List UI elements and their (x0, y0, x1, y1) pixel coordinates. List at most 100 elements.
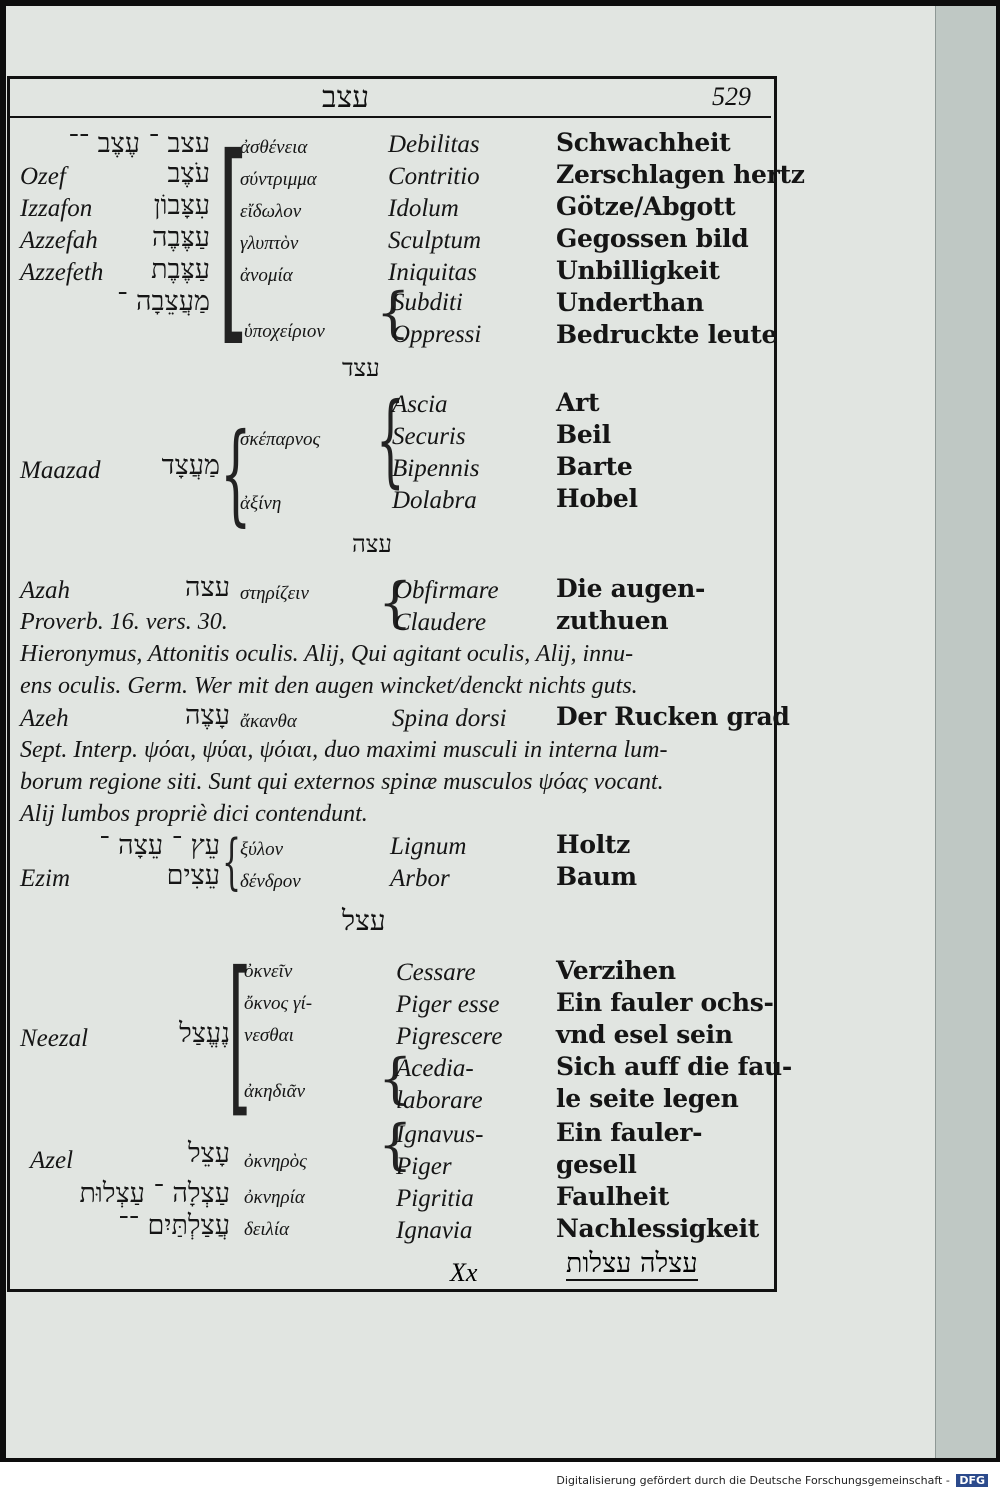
greek-word: ὀκνηρὸς (244, 1151, 307, 1172)
commentary-line: Hieronymus, Attonitis oculis. Alij, Qui … (20, 641, 634, 667)
transliteration: Azeh (20, 705, 69, 732)
german-word: Verzihen (556, 956, 676, 985)
brace: { (378, 1113, 413, 1176)
german-word: Barte (556, 452, 633, 481)
brace: { (378, 571, 413, 634)
latin-word: Ignavia (396, 1217, 473, 1244)
greek-word: ἀξίνη (240, 493, 282, 514)
german-word: gesell (556, 1150, 637, 1179)
greek-word: νεσθαι (244, 1025, 294, 1046)
latin-word: Sculptum (388, 227, 482, 254)
latin-word: Pigrescere (396, 1023, 503, 1050)
brace: { (220, 409, 252, 537)
hebrew-word: עַצְלָה ־ עַצְלוּת (79, 1178, 230, 1209)
latin-word: Securis (392, 423, 466, 450)
latin-word: Acedia- (396, 1055, 474, 1082)
credit-text: Digitalisierung gefördert durch die Deut… (556, 1474, 950, 1487)
greek-word: ξύλον (240, 839, 284, 860)
folio-number: 529 (712, 82, 751, 111)
greek-word: ἀκηδιᾶν (244, 1081, 306, 1102)
latin-word: Dolabra (392, 487, 477, 514)
signature-mark: Xx (450, 1258, 478, 1287)
transliteration: Ezim (20, 865, 70, 892)
latin-word: laborare (396, 1087, 483, 1114)
hebrew-word: עצה (185, 572, 230, 603)
section-heading: עצה (352, 530, 392, 558)
greek-word: ὀκνηρία (244, 1187, 305, 1208)
transliteration: Izzafon (20, 195, 93, 222)
german-word: Hobel (556, 484, 638, 513)
german-word: Nachlessigkeit (556, 1214, 760, 1243)
hebrew-word: עֵץ ־ עֵצָה ־ (99, 830, 220, 861)
brace: [ (228, 936, 252, 1134)
commentary-line: ens oculis. Germ. Wer mit den augen winc… (20, 673, 638, 699)
transliteration: Neezal (20, 1025, 89, 1052)
german-word: Bedruckte leute (556, 320, 778, 349)
german-word: Schwachheit (556, 128, 731, 157)
book-page (6, 6, 996, 1458)
brace: { (376, 381, 405, 498)
brace: { (376, 281, 411, 344)
latin-word: Piger esse (396, 991, 500, 1018)
hebrew-word: עַצֶּבֶת (151, 254, 210, 285)
greek-word: σύντριμμα (240, 169, 317, 190)
latin-word: Pigritia (396, 1185, 474, 1212)
hebrew-word: מַעֲצֵבָה ־ (117, 286, 210, 317)
commentary-line: Alij lumbos propriè dici contendunt. (20, 801, 368, 827)
latin-word: Lignum (390, 833, 467, 860)
transliteration: Ozef (20, 163, 66, 190)
page-frame (7, 76, 777, 1292)
hebrew-word: עִצָּבוֹן (153, 190, 210, 221)
greek-word: ἄκανθα (240, 711, 297, 732)
hebrew-word: עֹצֶב (167, 158, 210, 189)
german-word: Ein fauler- (556, 1118, 703, 1147)
german-word: Zerschlagen hertz (556, 160, 805, 189)
latin-word: Spina dorsi (392, 705, 507, 732)
reference: Proverb. 16. vers. 30. (20, 609, 228, 635)
hebrew-word: עַצֶּבֶה (152, 222, 210, 253)
brace: [ (218, 110, 249, 366)
latin-word: Debilitas (388, 131, 480, 158)
transliteration: Azzefeth (20, 259, 104, 286)
latin-word: Obfirmare (394, 577, 499, 604)
dfg-logo: DFG (956, 1474, 988, 1487)
greek-word: δένδρον (240, 871, 301, 892)
german-word: Sich auff die fau- (556, 1052, 792, 1081)
latin-word: Ignavus- (396, 1121, 484, 1148)
commentary-line: Sept. Interp. ψόαι, ψύαι, ψόιαι, duo max… (20, 737, 668, 763)
brace: { (222, 827, 242, 897)
latin-word: Claudere (394, 609, 487, 636)
brace: { (378, 1047, 413, 1110)
commentary-line: borum regione siti. Sunt qui externos sp… (20, 769, 664, 795)
section-heading: עצד (342, 354, 380, 382)
catchword: עצלה עצלות (566, 1248, 698, 1281)
greek-word: στηρίζειν (240, 583, 309, 604)
greek-word: ἀσθένεια (240, 137, 308, 158)
latin-word: Arbor (390, 865, 450, 892)
greek-word: σκέπαρνος (240, 429, 321, 450)
german-word: Der Rucken grad (556, 702, 790, 731)
hebrew-word: עצב ־ עֶצֶב ־־ (68, 128, 210, 159)
header-rule (7, 116, 771, 118)
latin-word: Cessare (396, 959, 476, 986)
greek-word: ὀκνεῖν (244, 961, 293, 982)
german-word: Baum (556, 862, 637, 891)
greek-word: ὄκνος γί- (244, 993, 313, 1014)
german-word: Die augen- (556, 574, 706, 603)
german-word: Unbilligkeit (556, 256, 720, 285)
german-word: Underthan (556, 288, 704, 317)
german-word: Faulheit (556, 1182, 669, 1211)
greek-word: γλυπτὸν (240, 233, 299, 254)
latin-word: Ascia (392, 391, 448, 418)
latin-word: Idolum (388, 195, 459, 222)
latin-word: Piger (396, 1153, 452, 1180)
german-word: Götze/Abgott (556, 192, 736, 221)
hebrew-word: עָצֶה (185, 700, 230, 731)
german-word: Beil (556, 420, 611, 449)
hebrew-word: מַעֲצָד (161, 450, 220, 481)
greek-word: ἀνομία (240, 265, 293, 286)
german-word: zuthuen (556, 606, 669, 635)
german-word: Holtz (556, 830, 631, 859)
latin-word: Oppressi (392, 321, 482, 348)
section-heading: עצל (342, 904, 386, 937)
